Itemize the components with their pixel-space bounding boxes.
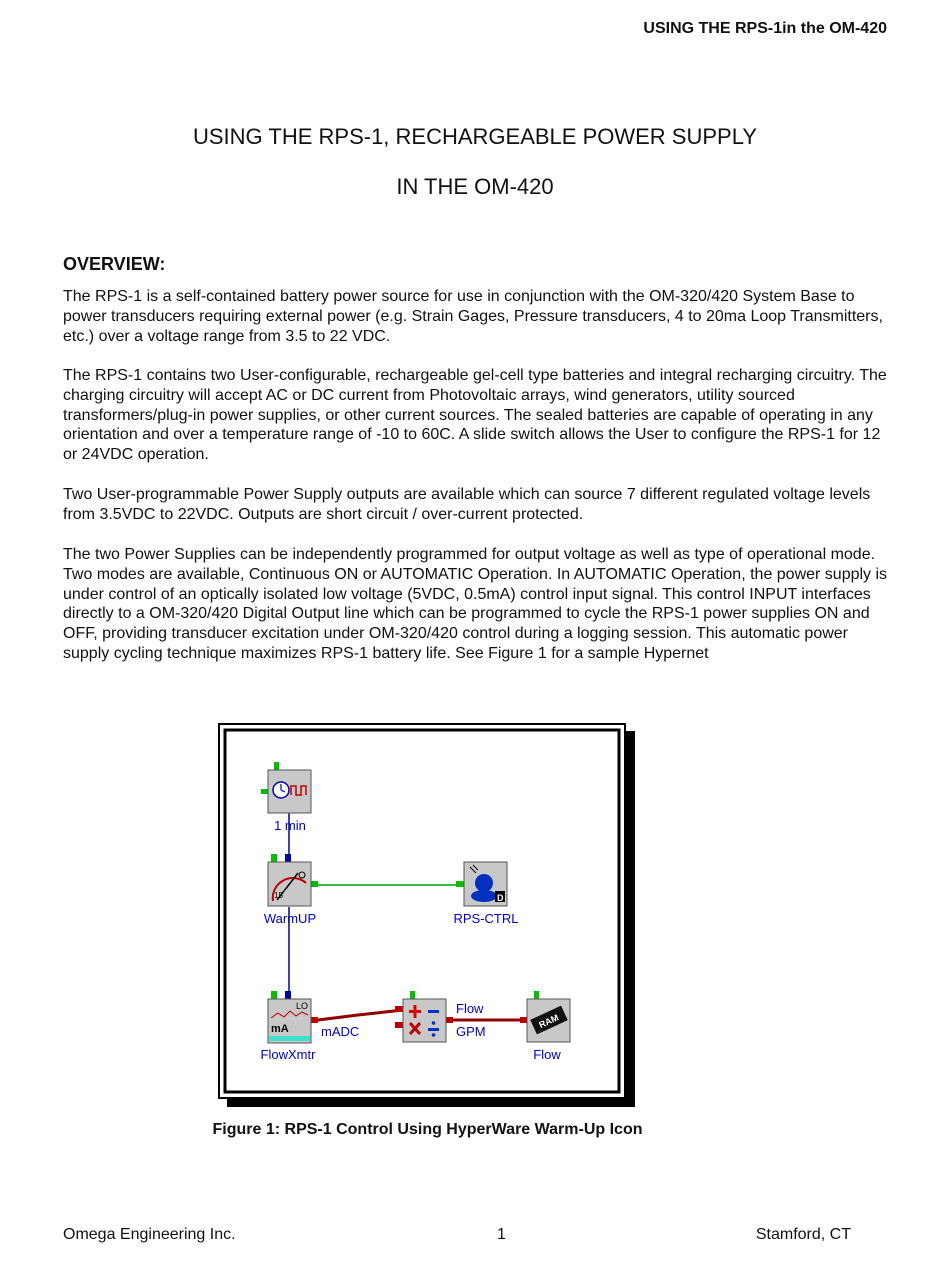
- document-title-line-1: USING THE RPS-1, RECHARGEABLE POWER SUPP…: [193, 124, 757, 149]
- flow-node-label: Flow: [533, 1047, 561, 1062]
- document-title-line-2: IN THE OM-420: [396, 174, 554, 199]
- overview-paragraph: The two Power Supplies can be independen…: [63, 546, 888, 662]
- overview-paragraph: The RPS-1 contains two User-configurable…: [63, 367, 887, 464]
- hypernet-figure: 1 min 15 WarmUP D RPS-CTRL: [218, 723, 636, 1109]
- flowxmtr-ma-text: mA: [271, 1023, 289, 1035]
- timer-node-label: 1 min: [274, 818, 306, 833]
- flow-wire-label: Flow: [456, 1001, 484, 1016]
- gauge-mark-text: 15: [274, 891, 283, 900]
- wire-madc: [317, 1008, 404, 1022]
- rps-ctrl-icon: D: [456, 861, 508, 907]
- overview-paragraph: The RPS-1 is a self-contained battery po…: [63, 288, 883, 345]
- rps-ctrl-node-label: RPS-CTRL: [453, 911, 518, 926]
- transmitter-icon: LO mA: [267, 991, 318, 1044]
- gauge-icon: 15: [267, 854, 318, 907]
- running-header: USING THE RPS-1in the OM-420: [643, 20, 887, 37]
- madc-wire-label: mADC: [321, 1024, 359, 1039]
- footer-location: Stamford, CT: [755, 1226, 851, 1243]
- footer-company: Omega Engineering Inc.: [63, 1226, 236, 1243]
- footer-page-number: 1: [497, 1226, 506, 1243]
- gpm-wire-label: GPM: [456, 1024, 486, 1039]
- timer-icon: [261, 762, 312, 814]
- flowxmtr-node-label: FlowXmtr: [261, 1047, 317, 1062]
- rps-ctrl-d-text: D: [497, 893, 504, 903]
- flowxmtr-lo-text: LO: [296, 1001, 308, 1011]
- warmup-node-label: WarmUP: [264, 911, 316, 926]
- hypernet-diagram: 1 min 15 WarmUP D RPS-CTRL: [218, 723, 635, 1107]
- ram-chip-icon: RAM: [520, 991, 571, 1043]
- overview-paragraph: Two User-programmable Power Supply outpu…: [63, 486, 871, 523]
- figure-caption: Figure 1: RPS-1 Control Using HyperWare …: [212, 1121, 643, 1138]
- overview-heading: OVERVIEW:: [63, 254, 166, 274]
- math-icon: [395, 991, 453, 1043]
